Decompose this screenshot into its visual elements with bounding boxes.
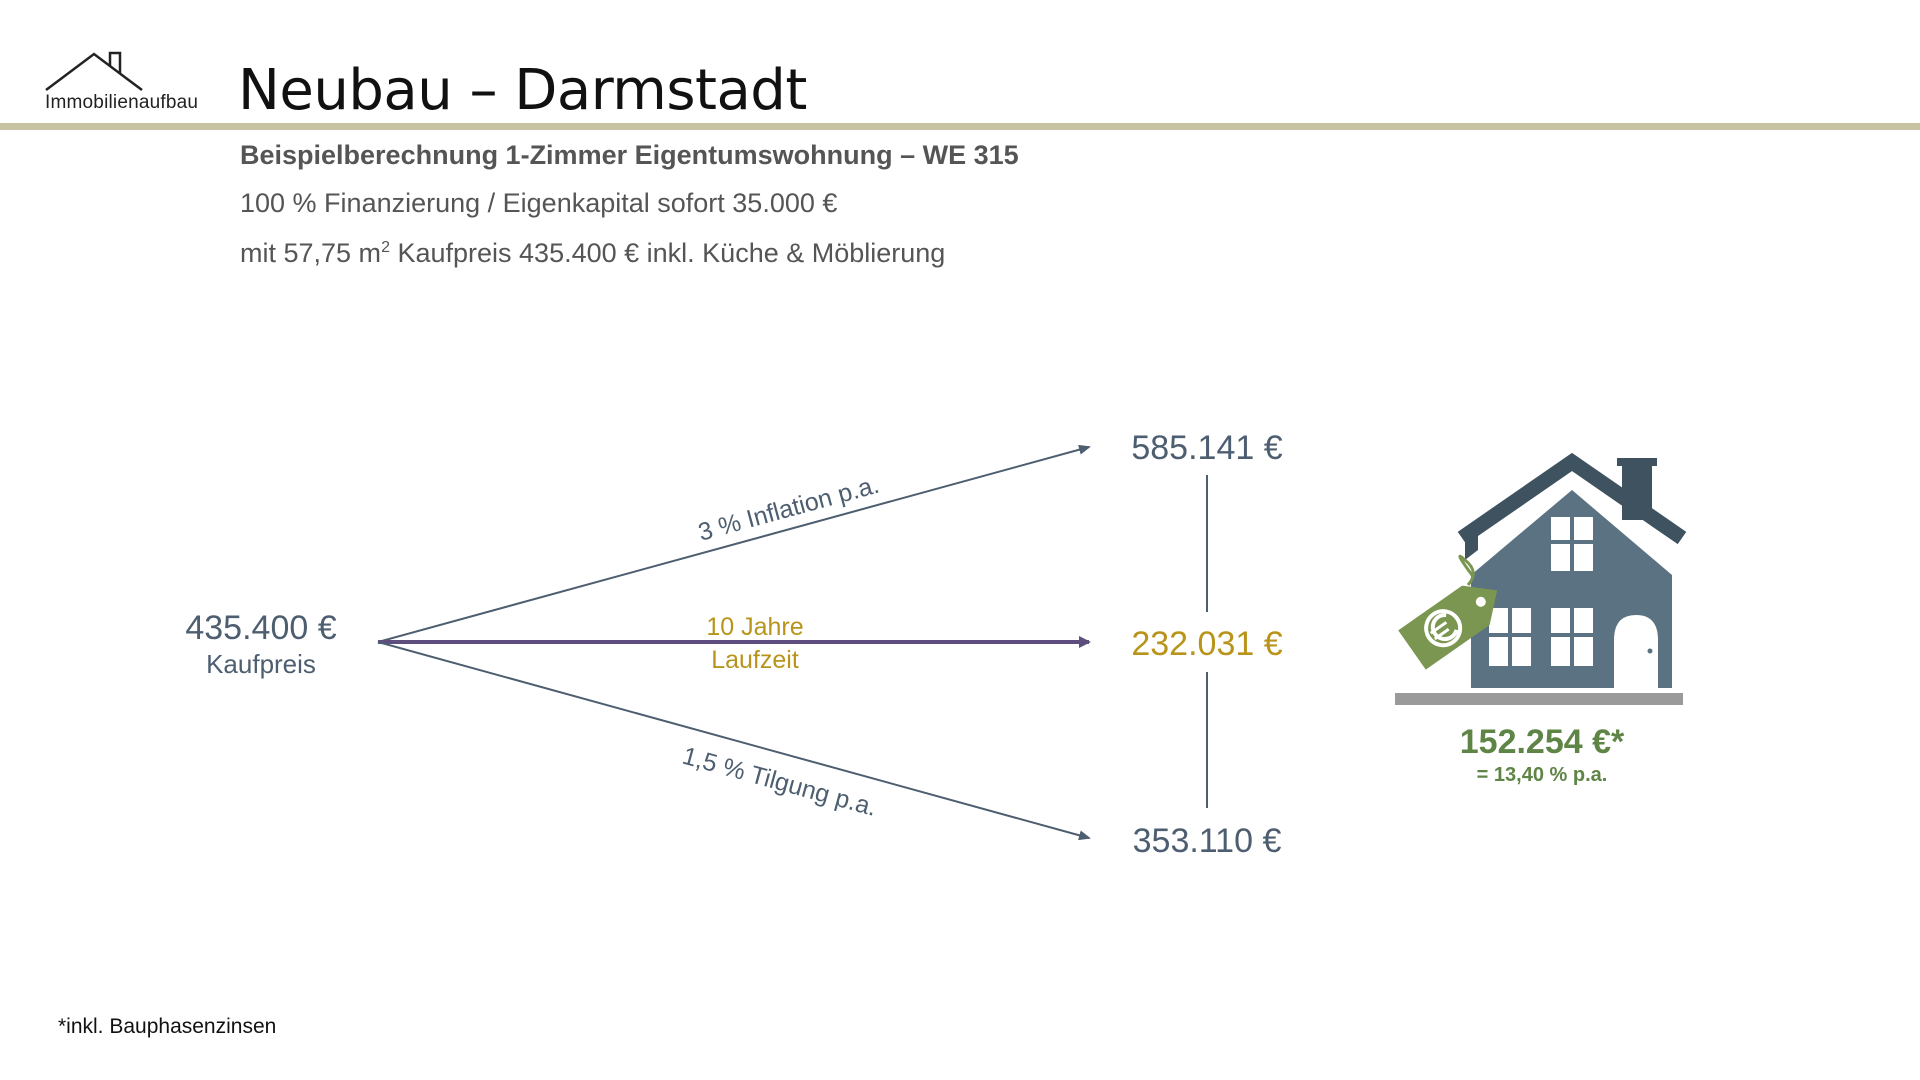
house-price-tag-icon [1395, 452, 1687, 705]
footnote: *inkl. Bauphasenzinsen [58, 1015, 277, 1038]
euro-icon [1424, 609, 1463, 648]
purchase-price-label: Kaufpreis [206, 649, 316, 679]
area-unit-superscript: 2 [381, 239, 390, 256]
area-price-line: mit 57,75 m2 Kaufpreis 435.400 € inkl. K… [240, 238, 945, 269]
house-roof-icon [45, 51, 143, 91]
title-divider [0, 123, 1920, 130]
term-label-duration: Laufzeit [711, 646, 799, 674]
purchase-price-value: 435.400 € [185, 609, 336, 647]
ground-bar [1395, 693, 1683, 705]
brand-logo: Immobilienaufbau [40, 50, 210, 120]
repayment-value: 353.110 € [1133, 822, 1282, 860]
price-tag [1398, 585, 1498, 670]
repayment-arrow [377, 641, 1091, 841]
calculation-heading: Beispielberechnung 1-Zimmer Eigentumswoh… [240, 140, 1019, 170]
term-value: 232.031 € [1131, 625, 1282, 663]
inflation-value: 585.141 € [1131, 429, 1282, 467]
house-roof [1457, 452, 1687, 545]
brand-name: Immobilienaufbau [45, 92, 199, 113]
house-door [1614, 615, 1658, 688]
page-title: Neubau – Darmstadt [238, 58, 807, 123]
profit-value: 152.254 €* [1460, 723, 1625, 761]
repayment-label: 1,5 % Tilgung p.a. [679, 742, 879, 822]
financing-line: 100 % Finanzierung / Eigenkapital sofort… [240, 188, 838, 218]
term-label-years: 10 Jahre [706, 613, 803, 641]
inflation-arrow [377, 444, 1091, 643]
area-text: mit 57,75 m [240, 238, 382, 268]
profit-rate: = 13,40 % p.a. [1477, 764, 1608, 786]
price-text: Kaufpreis 435.400 € inkl. Küche & Möblie… [389, 238, 946, 268]
inflation-label: 3 % Inflation p.a. [695, 471, 882, 547]
